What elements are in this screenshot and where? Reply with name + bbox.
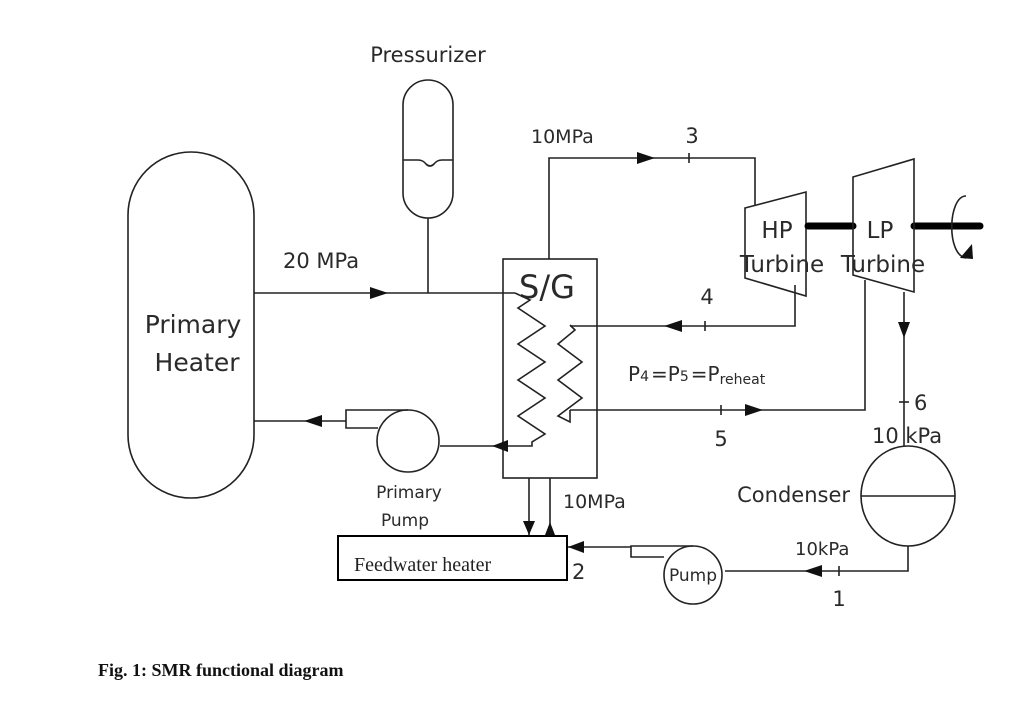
main-steam-line: 10MPa 3	[531, 124, 756, 259]
state-point-2: 2	[572, 560, 585, 584]
primary-hot-leg: 20 MPa	[254, 249, 515, 299]
flow-arrow-icon	[664, 320, 682, 332]
flow-arrow-icon	[370, 287, 388, 299]
condenser-label: Condenser	[737, 483, 850, 507]
flow-arrow-icon	[492, 440, 508, 452]
state-point-3: 3	[685, 124, 698, 148]
pressurizer: Pressurizer	[370, 43, 486, 293]
flow-arrow-icon	[523, 521, 535, 535]
flow-arrow-icon	[568, 541, 584, 553]
state-point-1: 1	[832, 587, 845, 611]
pressure-label-condenser-in: 10 kPa	[872, 424, 942, 448]
pressurizer-label: Pressurizer	[370, 43, 486, 67]
steam-generator-label: S/G	[519, 268, 575, 306]
flow-arrow-icon	[637, 152, 655, 164]
condensate-line: 10kPa 1	[725, 539, 909, 611]
feed-pump-label: Pump	[669, 566, 717, 586]
pump-discharge-line: 2	[568, 541, 631, 584]
primary-pump-label-1: Primary	[376, 483, 442, 503]
reheat-pressure-relation: P4=P5=Preheat	[628, 362, 766, 388]
hp-turbine: HP Turbine	[739, 190, 824, 298]
feedwater-heater-label: Feedwater heater	[354, 554, 491, 576]
lp-turbine-sublabel: Turbine	[840, 252, 925, 278]
lp-turbine: LP Turbine	[840, 157, 925, 294]
pressure-label-feedwater-10mpa: 10MPa	[563, 491, 626, 513]
primary-heater: Primary Heater	[127, 151, 255, 499]
primary-cold-leg: Primary Pump	[254, 409, 508, 531]
lp-exhaust-line: 6 10 kPa	[872, 292, 942, 448]
figure-caption: Fig. 1: SMR functional diagram	[98, 660, 344, 680]
sg-fwh-lines: 10MPa	[523, 478, 626, 535]
reheat-out-line: 5	[570, 280, 866, 451]
feed-pump: Pump	[630, 545, 723, 605]
flow-arrow-icon	[304, 415, 322, 427]
primary-pump-label-2: Pump	[381, 511, 429, 531]
state-point-5: 5	[714, 427, 727, 451]
steam-generator: S/G	[502, 258, 598, 479]
feedwater-heater: Feedwater heater	[337, 535, 568, 581]
condenser: Condenser	[737, 445, 956, 547]
reheat-in-line: 4	[570, 285, 796, 332]
pressure-label-20mpa: 20 MPa	[283, 249, 359, 273]
pressure-label-steam-10mpa: 10MPa	[531, 126, 594, 148]
pressure-label-condenser-out: 10kPa	[795, 539, 849, 560]
primary-heater-label-2: Heater	[155, 348, 241, 377]
primary-heater-label-1: Primary	[145, 310, 242, 339]
hp-turbine-label: HP	[761, 218, 792, 244]
lp-turbine-label: LP	[867, 218, 894, 244]
flow-arrow-icon	[545, 522, 555, 535]
rotation-icon	[950, 195, 973, 259]
state-point-6: 6	[914, 391, 927, 415]
flow-arrow-icon	[804, 565, 822, 577]
flow-arrow-icon	[898, 322, 910, 338]
flow-arrow-icon	[745, 404, 763, 416]
state-point-4: 4	[700, 285, 713, 309]
hp-turbine-sublabel: Turbine	[739, 252, 824, 278]
